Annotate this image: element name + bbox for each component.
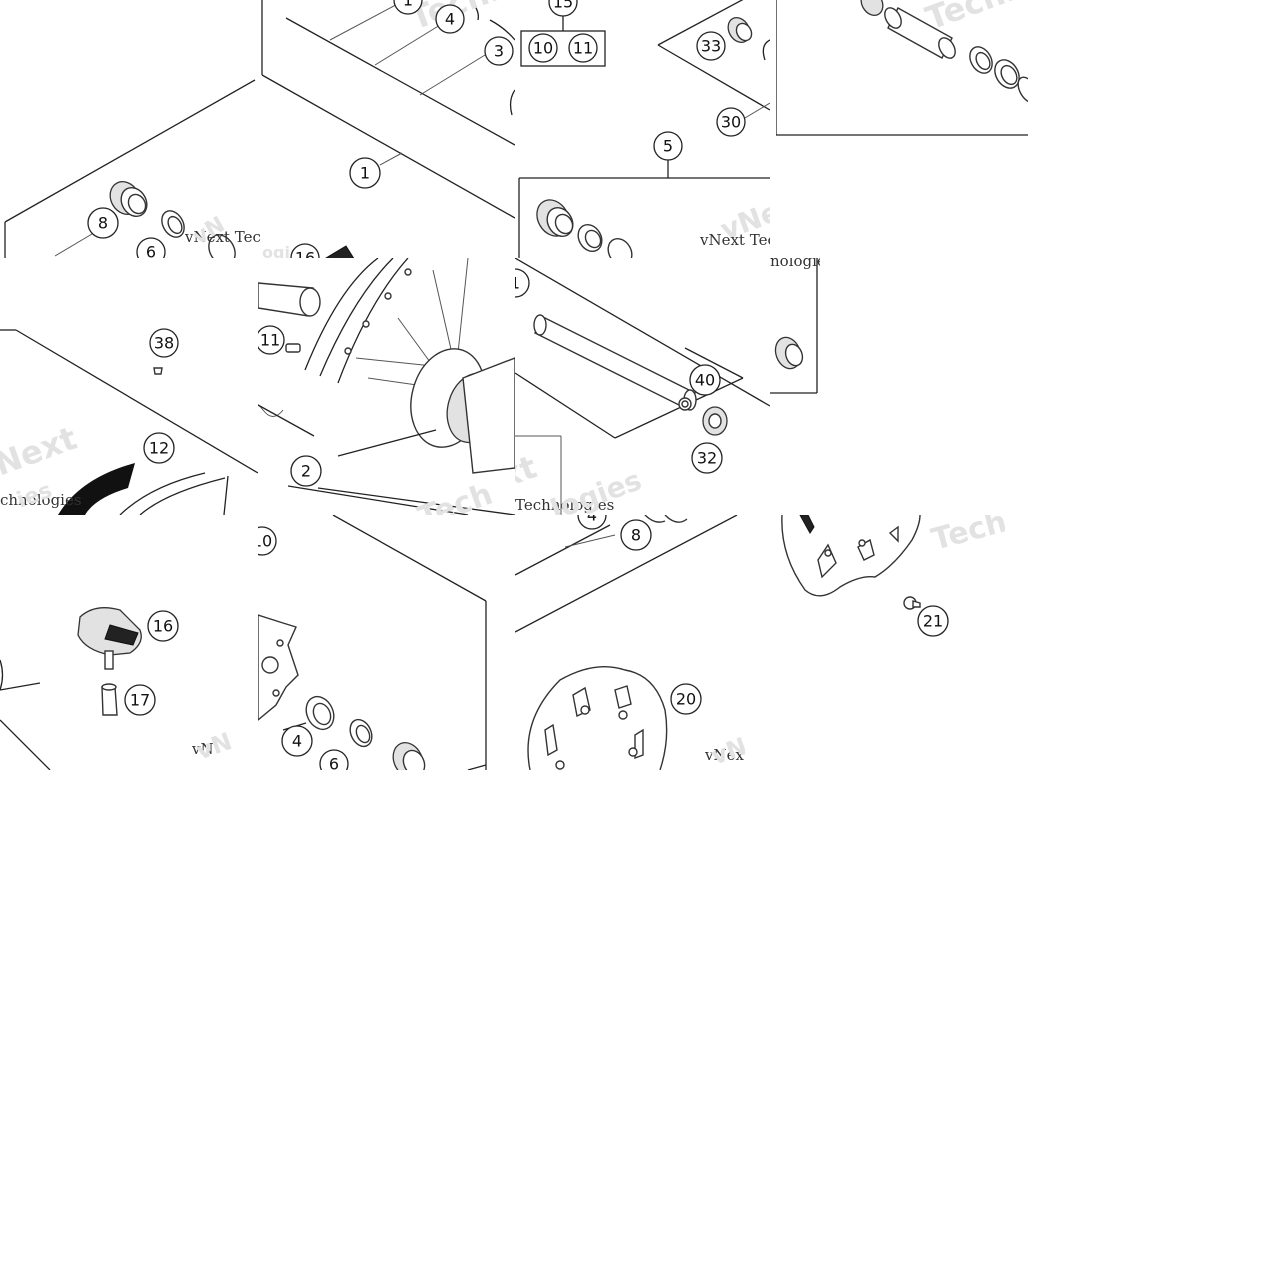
tile-brake-disc-lower: 20 vNext vN [515,640,745,770]
axle-bolt-part [702,406,728,436]
callout-11-kit: 11 [573,39,593,58]
callout-5: 5 [663,137,673,156]
disc-bolt-part [903,596,921,610]
callout-38: 38 [154,334,174,353]
seal-ring-part [109,181,148,218]
svg-text:xt: xt [515,448,542,496]
axle-sleeve-part [884,7,956,59]
tile-axle-detail: Technol [776,0,1028,137]
callout-2: 2 [301,462,311,481]
tile-brake-disc-upper: 21 Tech [770,515,1005,640]
callout-4-lower: 4 [292,732,302,751]
rim-lock-nut-part [101,683,118,716]
callout-10-kit: 10 [533,39,553,58]
callout-32: 32 [697,449,717,468]
svg-text:chnologies: chnologies [0,491,82,509]
hub-arc-part [469,0,515,116]
callout-20: 20 [676,690,696,709]
watermark-word: Technologies [515,496,614,514]
callout-21: 21 [923,612,943,631]
hub-seal-lower-part [392,741,426,770]
hub-spacer-part [349,718,373,748]
callout-33: 33 [701,37,721,56]
hub-bearing-part [305,695,335,731]
callout-12: 12 [149,439,169,458]
axle-part [533,314,697,411]
tile-rim-lock: 16 17 vN vN [0,515,232,770]
callout-15-partial: 16 [295,249,315,259]
rim-part [304,258,412,384]
sprocket-hub-part [258,614,299,721]
brake-disc-front-part [527,665,668,770]
callout-8-lower: 8 [631,526,641,545]
rim-lock-part [77,607,142,670]
brake-disc-part [781,515,921,597]
callout-10-partial: 10 [258,532,272,551]
svg-text:Technol: Technol [921,0,1028,38]
nipple-part [285,343,301,353]
svg-text:vN: vN [191,740,214,758]
callout-30: 30 [721,113,741,132]
tile-hub-kit: 15 10 11 33 30 5 vNe [515,0,770,258]
valve-cap-part [153,367,163,375]
tile-rim-hub: 11 13 2 Tech [258,258,515,515]
bearing-part [208,234,236,258]
callout-3: 3 [494,42,504,61]
callout-partial-top: 4 [587,515,597,525]
svg-text:Tech: Tech [414,477,497,515]
svg-text:nologies: nologies [770,258,820,270]
callout-0: 1 [403,0,413,10]
callout-6: 6 [146,243,156,259]
hub-seal-part [536,199,574,238]
callout-1: 1 [360,164,370,183]
callout-16: 16 [153,617,173,636]
svg-text:vNext Tec: vNext Tec [699,231,770,249]
tile-lower-seal: 4 8 [515,515,740,635]
svg-text:vNext Tec: vNext Tec [184,228,261,246]
tire-part [58,463,229,515]
svg-text:Tech: Tech [928,515,1005,558]
hub-part [410,348,515,474]
svg-text:vN: vN [192,727,232,766]
svg-text:vNext: vNext [704,746,745,764]
spacer-tube-part [258,282,321,317]
callout-17: 17 [130,691,150,710]
callout-6-lower: 6 [329,755,339,771]
tile-hub-assembly: 10 4 6 [258,515,488,770]
callout-8: 8 [98,214,108,233]
callout-15-kit: 15 [553,0,573,12]
callout-11-mid: 11 [260,331,280,350]
dust-seal-part [727,17,753,43]
right-seal-part [774,336,804,370]
axle-nut-part [678,397,692,411]
callout-4: 4 [445,10,455,29]
frame-lines [4,0,515,258]
svg-text:vN: vN [707,732,745,770]
tile-right-seal: nologies [770,258,820,395]
tile-axle: 40 32 1 xt Technologies logies [515,258,770,515]
spacer-ring-part [161,210,185,238]
callout-1-partial: 1 [515,274,520,293]
tile-tire: 38 12 vNext chnologies ies [0,258,258,515]
callout-40: 40 [695,371,715,390]
tile-front-wheel-top: Techno vNext Tec vN ogies 1 4 3 1 8 6 16 [0,0,515,258]
